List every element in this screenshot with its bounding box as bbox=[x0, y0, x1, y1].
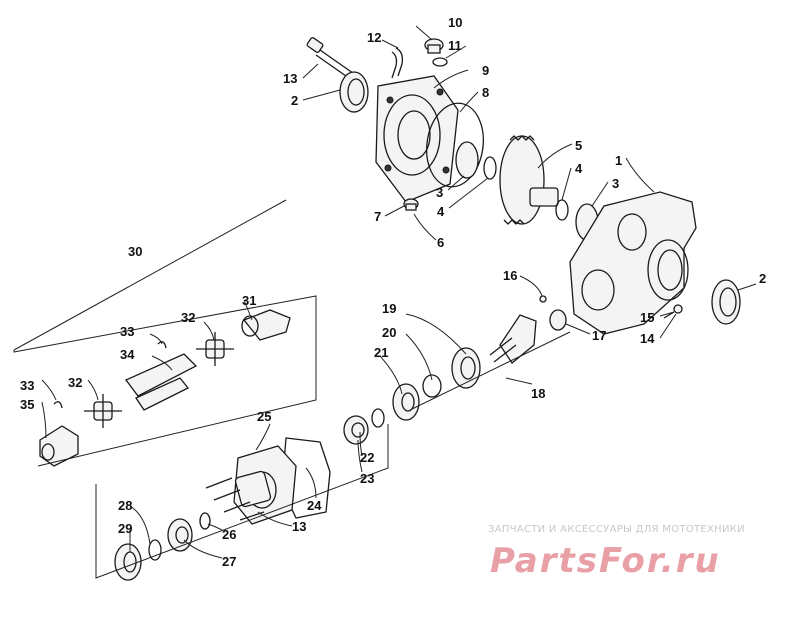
bearing-19 bbox=[451, 347, 481, 389]
watermark-logo-text: PartsFor.ru bbox=[490, 541, 721, 579]
callout-20: 20 bbox=[382, 325, 396, 340]
callout-29: 29 bbox=[118, 521, 132, 536]
callout-3-upper: 3 bbox=[436, 185, 443, 200]
spacer-20 bbox=[422, 374, 442, 398]
callout-11: 11 bbox=[448, 38, 462, 53]
bracket-18 bbox=[409, 331, 571, 411]
watermark-logo: PartsFor.ru bbox=[490, 541, 721, 581]
pin-16 bbox=[539, 295, 547, 303]
bolts-13-lower bbox=[205, 477, 265, 521]
callout-32-lower: 32 bbox=[68, 375, 82, 390]
o-ring-11 bbox=[432, 57, 448, 67]
drive-shaft-34 bbox=[124, 353, 198, 411]
u-joint-32-upper bbox=[196, 332, 234, 366]
leader-lines bbox=[41, 25, 757, 559]
bracket-30-frame bbox=[13, 295, 317, 467]
callout-35: 35 bbox=[20, 397, 34, 412]
pinion-gear bbox=[489, 314, 537, 364]
bearing-17 bbox=[549, 309, 567, 331]
callout-2-right: 2 bbox=[759, 271, 766, 286]
callout-4-upper: 4 bbox=[437, 204, 445, 219]
callout-7: 7 bbox=[374, 209, 381, 224]
u-joint-32-lower bbox=[84, 394, 122, 428]
callout-13-top: 13 bbox=[283, 71, 297, 86]
callout-28: 28 bbox=[118, 498, 132, 513]
callout-12: 12 bbox=[367, 30, 381, 45]
callout-21: 21 bbox=[374, 345, 388, 360]
bearing-21 bbox=[392, 383, 420, 421]
bearing-23 bbox=[343, 415, 369, 445]
callout-19: 19 bbox=[382, 301, 396, 316]
callout-34: 34 bbox=[120, 347, 135, 362]
yoke-35 bbox=[39, 425, 79, 467]
callout-6: 6 bbox=[437, 235, 444, 250]
callout-30: 30 bbox=[128, 244, 142, 259]
ring-22 bbox=[371, 408, 385, 428]
callout-4-right: 4 bbox=[575, 161, 583, 176]
clip-26 bbox=[199, 512, 211, 530]
shim-4-right bbox=[555, 199, 569, 221]
callout-2-top: 2 bbox=[291, 93, 298, 108]
callout-labels: 12 10 11 13 9 2 8 5 1 4 3 3 4 7 6 30 16 … bbox=[20, 15, 766, 569]
callout-33-upper: 33 bbox=[120, 324, 134, 339]
callout-23: 23 bbox=[360, 471, 374, 486]
callout-10: 10 bbox=[448, 15, 462, 30]
seal-2-top bbox=[339, 71, 369, 113]
gasket-8 bbox=[426, 102, 484, 188]
callout-25: 25 bbox=[257, 409, 271, 424]
bearing-27 bbox=[167, 518, 193, 552]
breather-tube-12-b bbox=[391, 51, 398, 79]
callout-15: 15 bbox=[640, 310, 654, 325]
seal-29 bbox=[114, 543, 142, 581]
callout-31: 31 bbox=[242, 293, 256, 308]
callout-32-upper: 32 bbox=[181, 310, 195, 325]
callout-22: 22 bbox=[360, 450, 374, 465]
watermark: ЗАПЧАСТИ И АКСЕССУАРЫ ДЛЯ МОТОТЕХНИКИ Pa… bbox=[488, 524, 788, 584]
callout-3-right: 3 bbox=[612, 176, 619, 191]
callout-13-lower: 13 bbox=[292, 519, 306, 534]
shim-4-upper bbox=[483, 156, 497, 180]
main-housing-1 bbox=[569, 191, 697, 335]
drain-bolt-7 bbox=[403, 198, 419, 211]
callout-8: 8 bbox=[482, 85, 489, 100]
clip-33-lower bbox=[53, 401, 63, 409]
callout-27: 27 bbox=[222, 554, 236, 569]
callout-33-lower: 33 bbox=[20, 378, 34, 393]
breather-tube-12 bbox=[395, 47, 404, 77]
front-housing-25 bbox=[233, 445, 297, 525]
callout-9: 9 bbox=[482, 63, 489, 78]
bearing-3-upper bbox=[455, 141, 479, 179]
callout-24: 24 bbox=[307, 498, 322, 513]
ring-28 bbox=[148, 539, 162, 561]
callout-18: 18 bbox=[531, 386, 545, 401]
callout-26: 26 bbox=[222, 527, 236, 542]
callout-14: 14 bbox=[640, 331, 655, 346]
clip-33-upper bbox=[157, 341, 167, 349]
bracket-30 bbox=[13, 199, 287, 351]
callout-17: 17 bbox=[592, 328, 606, 343]
bolt-14-15 bbox=[663, 304, 683, 319]
plug-10 bbox=[424, 38, 444, 54]
cover-housing-9 bbox=[375, 75, 459, 203]
bracket-lower-frame bbox=[95, 424, 389, 579]
seal-2-right bbox=[711, 279, 741, 325]
yoke-31 bbox=[241, 309, 291, 341]
callout-1: 1 bbox=[615, 153, 622, 168]
watermark-caption: ЗАПЧАСТИ И АКСЕССУАРЫ ДЛЯ МОТОТЕХНИКИ bbox=[488, 524, 745, 535]
callout-16: 16 bbox=[503, 268, 517, 283]
callout-5: 5 bbox=[575, 138, 582, 153]
ring-gear-5 bbox=[499, 135, 559, 225]
